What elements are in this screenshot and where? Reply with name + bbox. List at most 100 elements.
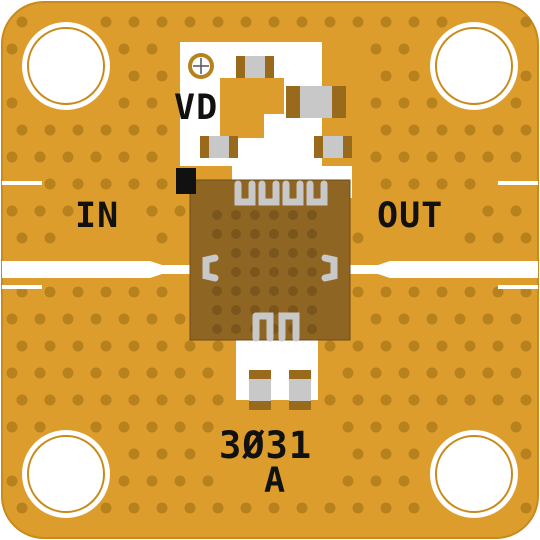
- via: [324, 16, 336, 28]
- via: [100, 124, 112, 136]
- via: [398, 475, 410, 487]
- via: [6, 97, 18, 109]
- via: [370, 421, 382, 433]
- via: [90, 313, 102, 325]
- via: [202, 421, 214, 433]
- via: [184, 16, 196, 28]
- via: [34, 151, 46, 163]
- via: [352, 394, 364, 406]
- via: [482, 313, 494, 325]
- chip-via: [212, 286, 222, 296]
- via: [520, 70, 532, 82]
- supply-label: VD: [174, 88, 219, 128]
- via: [520, 124, 532, 136]
- via: [342, 475, 354, 487]
- chip-rf-out-pad: [321, 254, 338, 282]
- chip-via: [212, 229, 222, 239]
- via: [128, 448, 140, 460]
- revision-label: A: [264, 461, 287, 501]
- via: [520, 16, 532, 28]
- via: [44, 394, 56, 406]
- via: [156, 286, 168, 298]
- chip-via: [307, 267, 317, 277]
- via: [6, 367, 18, 379]
- chip-via: [269, 267, 279, 277]
- via: [156, 448, 168, 460]
- via: [6, 421, 18, 433]
- via: [408, 16, 420, 28]
- via: [90, 367, 102, 379]
- via: [202, 367, 214, 379]
- via: [16, 502, 28, 514]
- via: [520, 340, 532, 352]
- via: [212, 16, 224, 28]
- via: [520, 232, 532, 244]
- via: [380, 286, 392, 298]
- via: [16, 340, 28, 352]
- chip-via: [307, 210, 317, 220]
- via: [370, 43, 382, 55]
- via: [62, 367, 74, 379]
- rf-traces: [2, 181, 538, 289]
- via: [510, 367, 522, 379]
- input-gap-bottom: [2, 285, 42, 289]
- output-line: [348, 261, 538, 278]
- chip-via: [212, 324, 222, 334]
- chip-via: [250, 210, 260, 220]
- via: [6, 43, 18, 55]
- chip-via: [307, 305, 317, 315]
- via: [510, 313, 522, 325]
- via: [118, 43, 130, 55]
- chip-via: [269, 248, 279, 258]
- chip-via: [250, 267, 260, 277]
- via: [16, 16, 28, 28]
- via: [118, 313, 130, 325]
- via: [100, 16, 112, 28]
- via: [44, 340, 56, 352]
- via: [398, 97, 410, 109]
- via: [510, 205, 522, 217]
- via: [90, 151, 102, 163]
- input-line: [2, 261, 192, 278]
- via: [156, 394, 168, 406]
- via: [128, 124, 140, 136]
- via: [128, 340, 140, 352]
- via: [510, 421, 522, 433]
- via: [482, 367, 494, 379]
- via-field: [6, 16, 532, 514]
- via: [146, 205, 158, 217]
- chip-via: [250, 286, 260, 296]
- via: [44, 286, 56, 298]
- via: [426, 151, 438, 163]
- via: [156, 16, 168, 28]
- via: [34, 205, 46, 217]
- via: [370, 151, 382, 163]
- via: [212, 502, 224, 514]
- chip-via: [307, 248, 317, 258]
- via: [370, 475, 382, 487]
- chip-via: [212, 305, 222, 315]
- chip-via: [288, 286, 298, 296]
- via: [408, 340, 420, 352]
- via: [398, 367, 410, 379]
- via: [100, 340, 112, 352]
- chip-via: [231, 229, 241, 239]
- via: [34, 421, 46, 433]
- via: [146, 151, 158, 163]
- capacitor-c4: [314, 136, 352, 158]
- via: [6, 313, 18, 325]
- via: [380, 502, 392, 514]
- via: [184, 394, 196, 406]
- via: [482, 151, 494, 163]
- via: [118, 421, 130, 433]
- via: [184, 502, 196, 514]
- via: [324, 340, 336, 352]
- via: [6, 475, 18, 487]
- output-gap-bottom: [498, 285, 538, 289]
- chip-via: [231, 305, 241, 315]
- via: [492, 232, 504, 244]
- via: [156, 340, 168, 352]
- via: [44, 124, 56, 136]
- chip-via: [231, 286, 241, 296]
- via: [146, 475, 158, 487]
